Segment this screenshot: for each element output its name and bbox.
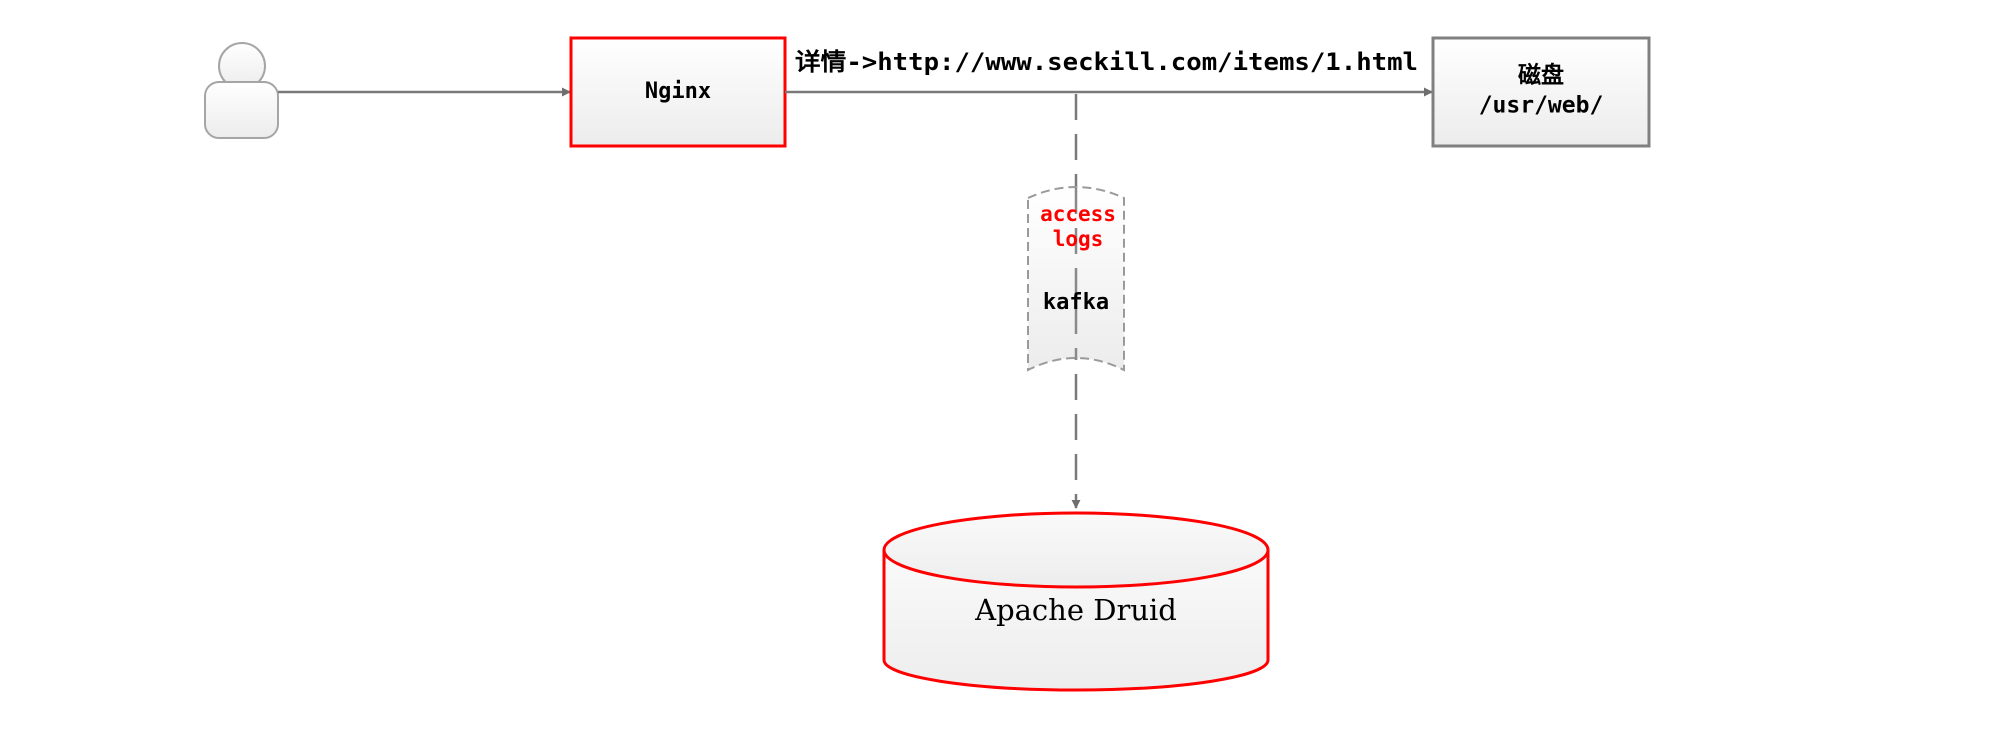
nginx-node: Nginx [569,36,787,148]
user-icon [204,42,279,139]
nginx-label: Nginx [645,79,711,104]
queue-label-access: access [1040,202,1116,226]
druid-label: Apache Druid [974,593,1177,627]
druid-database-node: Apache Druid [882,511,1270,692]
queue-label-logs: logs [1053,227,1104,251]
disk-node: 磁盘 /usr/web/ [1431,36,1651,148]
disk-label-line1: 磁盘 [1518,62,1564,89]
disk-label-line2: /usr/web/ [1479,93,1604,119]
kafka-queue-node: access logs kafka [1027,186,1125,372]
queue-label-kafka: kafka [1043,290,1109,315]
edge-detail-label: 详情->http://www.seckill.com/items/1.html [795,48,1418,76]
